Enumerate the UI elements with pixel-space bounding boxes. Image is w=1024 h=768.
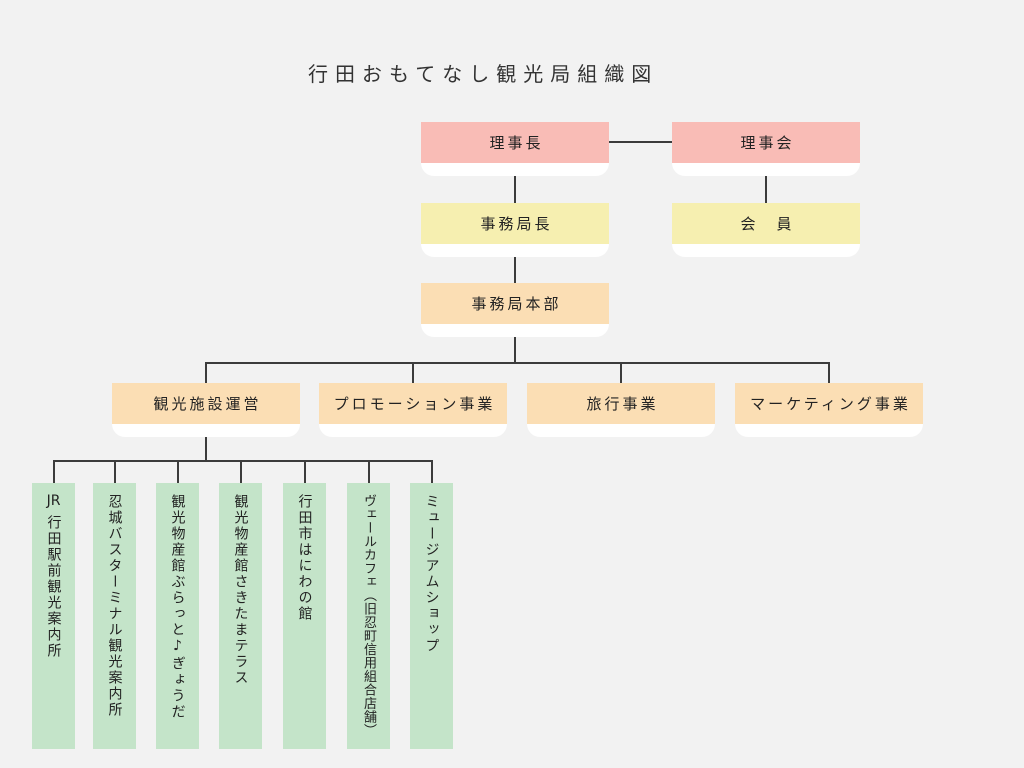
connector-chairman-board [609,141,672,143]
site-label: ヴェールカフェ（旧忍町信用組合店舗） [361,494,376,737]
site-bussankan-buratto-gyoda: 観光物産館ぶらっと♪ぎょうだ [156,483,199,749]
connector-stub-site-3 [177,460,179,483]
node-secretary-general: 事務局長 [421,203,609,257]
node-dept-promotion-label: プロモーション事業 [319,383,507,424]
site-label: 観光物産館さきたまテラス [232,494,249,686]
node-chairman: 理事長 [421,122,609,176]
connector-chairman-secretary [514,176,516,203]
node-board-label: 理事会 [672,122,860,163]
connector-board-members [765,176,767,203]
node-secretary-general-label: 事務局長 [421,203,609,244]
node-dept-promotion: プロモーション事業 [319,383,507,437]
node-dept-travel-label: 旅行事業 [527,383,715,424]
node-dept-facilities-label: 観光施設運営 [112,383,300,424]
node-base [672,244,860,257]
node-headquarters-label: 事務局本部 [421,283,609,324]
connector-stub-dept-promotion [412,362,414,383]
connector-hq-down [514,337,516,362]
site-bussankan-sakitama-terrace: 観光物産館さきたまテラス [219,483,262,749]
connector-stub-site-1 [53,460,55,483]
node-base [421,163,609,176]
connector-stub-dept-facilities [205,362,207,383]
site-label: 忍城バスターミナル観光案内所 [106,494,123,718]
connector-facilities-down [205,437,207,461]
node-dept-travel: 旅行事業 [527,383,715,437]
node-base [527,424,715,437]
connector-sites-bus [53,460,432,462]
connector-stub-site-6 [368,460,370,483]
connector-stub-site-7 [431,460,433,483]
node-board: 理事会 [672,122,860,176]
node-base [421,324,609,337]
connector-departments-bus [206,362,830,364]
connector-stub-site-2 [114,460,116,483]
node-base [735,424,923,437]
connector-stub-dept-marketing [828,362,830,383]
node-dept-marketing-label: マーケティング事業 [735,383,923,424]
site-museum-shop: ミュージアムショップ [410,483,453,749]
node-base [112,424,300,437]
diagram-title: 行田おもてなし観光局組織図 [308,62,659,86]
node-base [319,424,507,437]
node-members: 会 員 [672,203,860,257]
connector-secretary-hq [514,257,516,283]
node-members-label: 会 員 [672,203,860,244]
node-base [672,163,860,176]
connector-stub-dept-travel [620,362,622,383]
node-dept-facilities: 観光施設運営 [112,383,300,437]
site-label: 観光物産館ぶらっと♪ぎょうだ [169,494,186,720]
node-dept-marketing: マーケティング事業 [735,383,923,437]
site-haniwa-no-yakata: 行田市はにわの館 [283,483,326,749]
connector-stub-site-4 [240,460,242,483]
site-label: 行田市はにわの館 [296,494,313,622]
site-oshijo-bus-terminal-info: 忍城バスターミナル観光案内所 [93,483,136,749]
connector-stub-site-5 [304,460,306,483]
site-label: JR行田駅前観光案内所 [45,494,62,659]
site-vert-cafe: ヴェールカフェ（旧忍町信用組合店舗） [347,483,390,749]
site-label: ミュージアムショップ [423,494,440,654]
node-headquarters: 事務局本部 [421,283,609,337]
site-jr-gyoda-info: JR行田駅前観光案内所 [32,483,75,749]
node-base [421,244,609,257]
node-chairman-label: 理事長 [421,122,609,163]
